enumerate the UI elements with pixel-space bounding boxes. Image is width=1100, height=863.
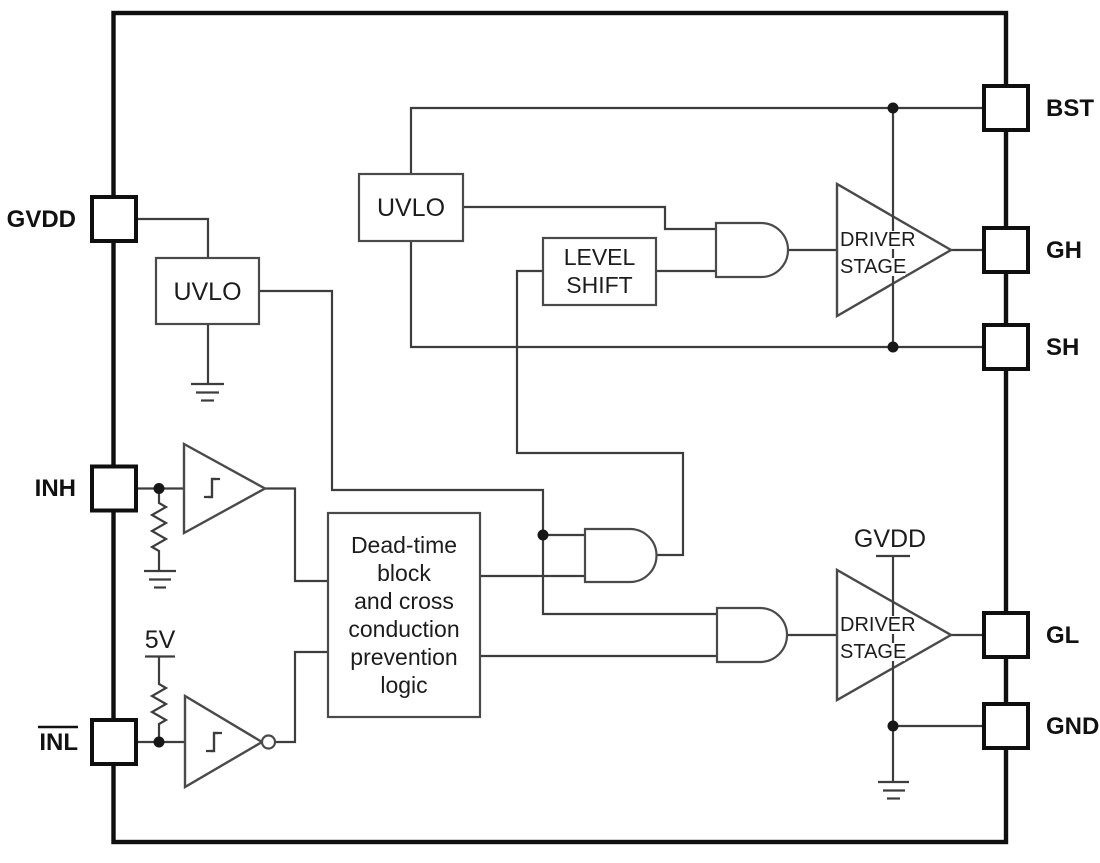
block-level-shift — [541, 236, 658, 307]
pin-label-gnd: GND — [1046, 713, 1099, 740]
pin-box-bst — [982, 84, 1030, 132]
wire-bst-line — [409, 106, 984, 174]
junction-dot-sh — [887, 341, 899, 353]
driver-high-text-bg2 — [839, 258, 905, 276]
wire-sh-line — [409, 241, 984, 349]
wire-gvdd-to-uvlo — [136, 217, 210, 258]
wire-inl-inverter-out — [275, 650, 328, 744]
schmitt-inverter-inl — [183, 693, 265, 790]
junction-dot-bst — [887, 102, 899, 114]
pin-boxes — [90, 84, 1030, 766]
pin-label-gh: GH — [1046, 237, 1082, 264]
deadtime-line-6: logic — [380, 672, 427, 698]
pin-box-sh — [982, 323, 1030, 371]
level-shift-line-2: SHIFT — [566, 272, 632, 298]
chip-outline — [111, 10, 1009, 845]
pin-box-gl — [982, 611, 1030, 659]
pin-box-gvdd — [90, 195, 138, 243]
junction-dot-inl — [153, 736, 165, 748]
driver-high-label-1: DRIVER — [840, 229, 916, 251]
deadtime-line-3: and cross — [354, 588, 454, 614]
pin-box-inl — [90, 718, 138, 766]
inverter-bubble-icon — [260, 734, 277, 750]
ground-symbol-gnd — [878, 780, 909, 800]
and-gate-high — [714, 221, 790, 279]
driver-low-label-1: DRIVER — [840, 614, 916, 636]
passives — [144, 382, 224, 742]
schmitt-glyph-inh — [204, 477, 220, 499]
driver-low-label-2: STAGE — [840, 641, 906, 663]
and-gate-low — [715, 606, 789, 664]
wire-uvlo-boot-output — [463, 205, 716, 231]
block-uvlo-bootstrap-label: UVLO — [377, 194, 445, 222]
deadtime-line-5: prevention — [350, 644, 457, 670]
schmitt-glyph-inl — [206, 731, 222, 753]
junction-dot-gnd — [887, 720, 899, 732]
junction-dot-inh — [153, 483, 165, 494]
label-5v-supply: 5V — [145, 626, 176, 654]
pin-label-gvdd: GVDD — [7, 206, 76, 233]
deadtime-line-2: block — [377, 560, 431, 586]
resistor-inl-pullup — [149, 656, 169, 742]
junction-dots — [153, 102, 899, 748]
pin-label-bst: BST — [1046, 95, 1094, 122]
wire-uvlo-gvdd-output — [259, 289, 717, 616]
wire-mid-and-to-levelshift — [515, 269, 685, 557]
pin-label-gl: GL — [1046, 622, 1079, 649]
junction-dot-uvlo-branch — [537, 529, 549, 541]
wire-inh-buffer-out — [265, 487, 328, 583]
block-deadtime — [326, 511, 482, 719]
pin-box-gh — [982, 226, 1030, 274]
pin-box-gnd — [982, 702, 1030, 750]
pin-label-inl: INL — [39, 729, 78, 756]
level-shift-line-1: LEVEL — [564, 244, 636, 270]
schmitt-buffer-inh — [182, 441, 268, 536]
driver-high-label-2: STAGE — [840, 256, 906, 278]
ground-symbol-inh — [144, 569, 176, 589]
and-gate-mid — [583, 527, 658, 584]
pin-label-sh: SH — [1046, 334, 1079, 361]
driver-low-text-bg2 — [839, 643, 905, 661]
driver-high-text-bg — [839, 231, 913, 249]
block-uvlo-gvdd — [154, 256, 261, 326]
deadtime-line-1: Dead-time — [351, 532, 457, 558]
pin-box-inh — [90, 464, 138, 513]
label-gvdd-internal: GVDD — [854, 525, 926, 553]
resistor-inh-pulldown — [149, 489, 169, 570]
ground-symbol-uvlo — [191, 382, 224, 402]
wires — [136, 106, 984, 744]
deadtime-line-4: conduction — [348, 616, 459, 642]
pin-label-inh: INH — [35, 475, 76, 502]
block-uvlo-bootstrap — [357, 172, 465, 243]
driver-low-text-bg — [839, 616, 913, 634]
block-uvlo-gvdd-label: UVLO — [173, 278, 241, 306]
